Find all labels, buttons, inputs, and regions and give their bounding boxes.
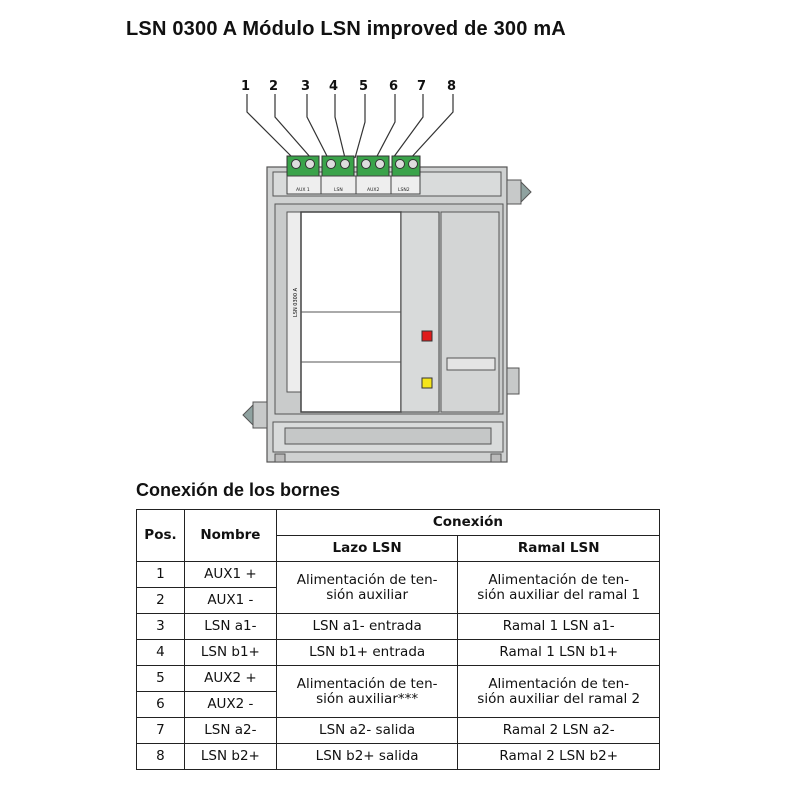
cell-lazo: LSN b2+ salida xyxy=(275,743,459,770)
cell-lazo-aux1: Alimentación de ten-sión auxiliar xyxy=(275,561,459,614)
cell-pos: 1 xyxy=(136,561,185,588)
table-row: 7 LSN a2- LSN a2- salida Ramal 2 LSN a2- xyxy=(136,717,660,744)
cell-name: LSN b1+ xyxy=(183,639,277,666)
cell-pos: 6 xyxy=(136,691,185,718)
page-title: LSN 0300 A Módulo LSN improved de 300 mA xyxy=(126,18,566,40)
table-row: 8 LSN b2+ LSN b2+ salida Ramal 2 LSN b2+ xyxy=(136,743,660,770)
block-label: LSN xyxy=(334,187,343,193)
cell-lazo: LSN a2- salida xyxy=(275,717,459,744)
cell-ramal: Ramal 2 LSN b2+ xyxy=(457,743,660,770)
header-ramal: Ramal LSN xyxy=(457,535,660,562)
table-row: 2 AUX1 - xyxy=(136,587,660,614)
table-row: 6 AUX2 - xyxy=(136,691,660,718)
module-diagram: 1 2 3 4 5 6 7 8 AUX 1 LSN AUX2 LSN2 xyxy=(241,79,532,463)
cell-ramal-aux2: Alimentación de ten-sión auxiliar del ra… xyxy=(457,665,660,718)
cell-name: LSN a1- xyxy=(183,613,277,640)
terminal-number: 7 xyxy=(417,79,426,94)
block-label: LSN2 xyxy=(398,187,410,193)
cell-pos: 4 xyxy=(136,639,185,666)
header-pos: Pos. xyxy=(136,509,185,562)
block-label: AUX2 xyxy=(367,187,379,193)
terminal-number: 6 xyxy=(389,79,398,94)
terminal-number: 4 xyxy=(329,79,338,94)
cell-pos: 5 xyxy=(136,665,185,692)
cell-ramal-aux1: Alimentación de ten-sión auxiliar del ra… xyxy=(457,561,660,614)
terminal-number: 3 xyxy=(301,79,310,94)
cell-pos: 3 xyxy=(136,613,185,640)
cell-name: AUX2 - xyxy=(183,691,277,718)
table-row: 1 AUX1 + Alimentación de ten-sión auxili… xyxy=(136,561,660,614)
cell-lazo-aux2: Alimentación de ten-sión auxiliar*** xyxy=(275,665,459,718)
mounting-clips xyxy=(242,179,532,429)
block-label: AUX 1 xyxy=(296,187,310,193)
cell-pos: 7 xyxy=(136,717,185,744)
cell-pos: 2 xyxy=(136,587,185,614)
section-title: Conexión de los bornes xyxy=(136,480,341,500)
cell-name: AUX1 + xyxy=(183,561,277,588)
terminal-number: 2 xyxy=(269,79,278,94)
cell-name: AUX2 + xyxy=(183,665,277,692)
cell-ramal: Ramal 2 LSN a2- xyxy=(457,717,660,744)
header-conexion: Conexión xyxy=(275,509,661,536)
cell-pos: 8 xyxy=(136,743,185,770)
leader-lines xyxy=(246,94,454,161)
red-led-icon xyxy=(421,330,433,342)
terminal-connection-table: Pos. Nombre Conexión Lazo LSN Ramal LSN … xyxy=(136,509,661,770)
cell-lazo: LSN b1+ entrada xyxy=(275,639,459,666)
cell-name: LSN a2- xyxy=(183,717,277,744)
terminal-number: 5 xyxy=(359,79,368,94)
table-row: 3 LSN a1- LSN a1- entrada Ramal 1 LSN a1… xyxy=(136,613,660,640)
plate-label: LSN 0300 A xyxy=(293,287,299,317)
cell-name: LSN b2+ xyxy=(183,743,277,770)
table-row: 5 AUX2 + Alimentación de ten-sión auxili… xyxy=(136,665,660,718)
terminal-blocks: AUX 1 LSN AUX2 LSN2 xyxy=(286,155,421,195)
terminal-number: 1 xyxy=(241,79,250,94)
terminal-number: 8 xyxy=(447,79,456,94)
cell-lazo: LSN a1- entrada xyxy=(275,613,459,640)
cell-ramal: Ramal 1 LSN b1+ xyxy=(457,639,660,666)
cell-ramal: Ramal 1 LSN a1- xyxy=(457,613,660,640)
header-lazo: Lazo LSN xyxy=(275,535,459,562)
cell-name: AUX1 - xyxy=(183,587,277,614)
header-name: Nombre xyxy=(183,509,277,562)
table-row: 4 LSN b1+ LSN b1+ entrada Ramal 1 LSN b1… xyxy=(136,639,660,666)
yellow-led-icon xyxy=(421,377,433,389)
